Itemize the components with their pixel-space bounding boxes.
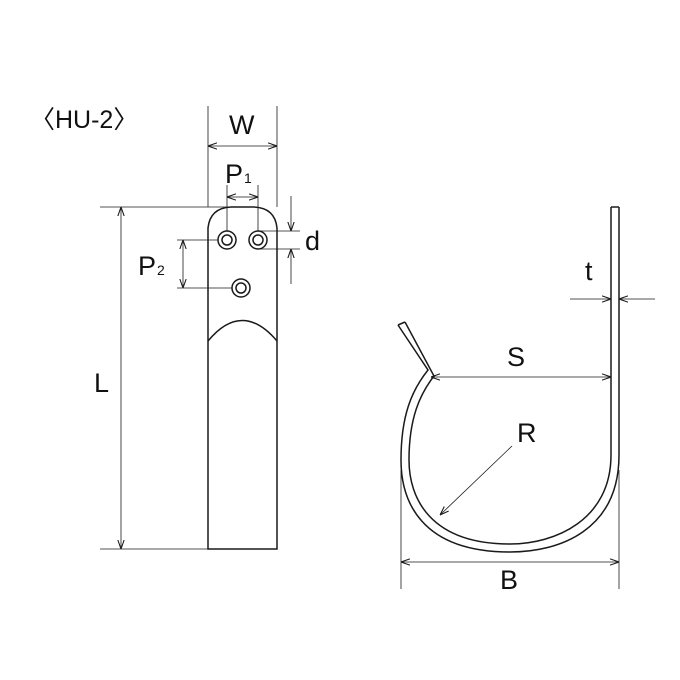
label-s: S: [507, 342, 525, 372]
dimension-p2: P2: [138, 239, 232, 289]
label-r: R: [517, 418, 537, 448]
dimension-s: S: [431, 342, 611, 377]
dimension-b: B: [400, 470, 620, 595]
label-p2: P2: [138, 251, 165, 281]
label-p1: P1: [225, 159, 252, 189]
dimension-t: t: [570, 256, 655, 299]
side-view: [397, 206, 620, 553]
hole-top-right: [248, 230, 268, 250]
label-t: t: [585, 256, 593, 286]
front-view: [207, 206, 278, 550]
hook-inner: [404, 207, 612, 545]
hook-outer: [397, 207, 620, 553]
label-b: B: [500, 565, 518, 595]
hole-bottom: [231, 278, 251, 298]
dimension-l: L: [94, 206, 232, 550]
label-w: W: [229, 110, 255, 140]
label-l: L: [94, 368, 109, 398]
label-d: d: [305, 226, 320, 256]
dimension-d: d: [258, 196, 320, 284]
title: 〈HU-2〉: [30, 106, 138, 134]
hole-top-left: [217, 230, 237, 250]
bend-line: [207, 319, 278, 342]
strap-outline: [207, 206, 278, 550]
dimension-w: W: [207, 106, 278, 207]
dimension-p1: P1: [225, 159, 259, 231]
dimension-r: R: [440, 418, 537, 515]
